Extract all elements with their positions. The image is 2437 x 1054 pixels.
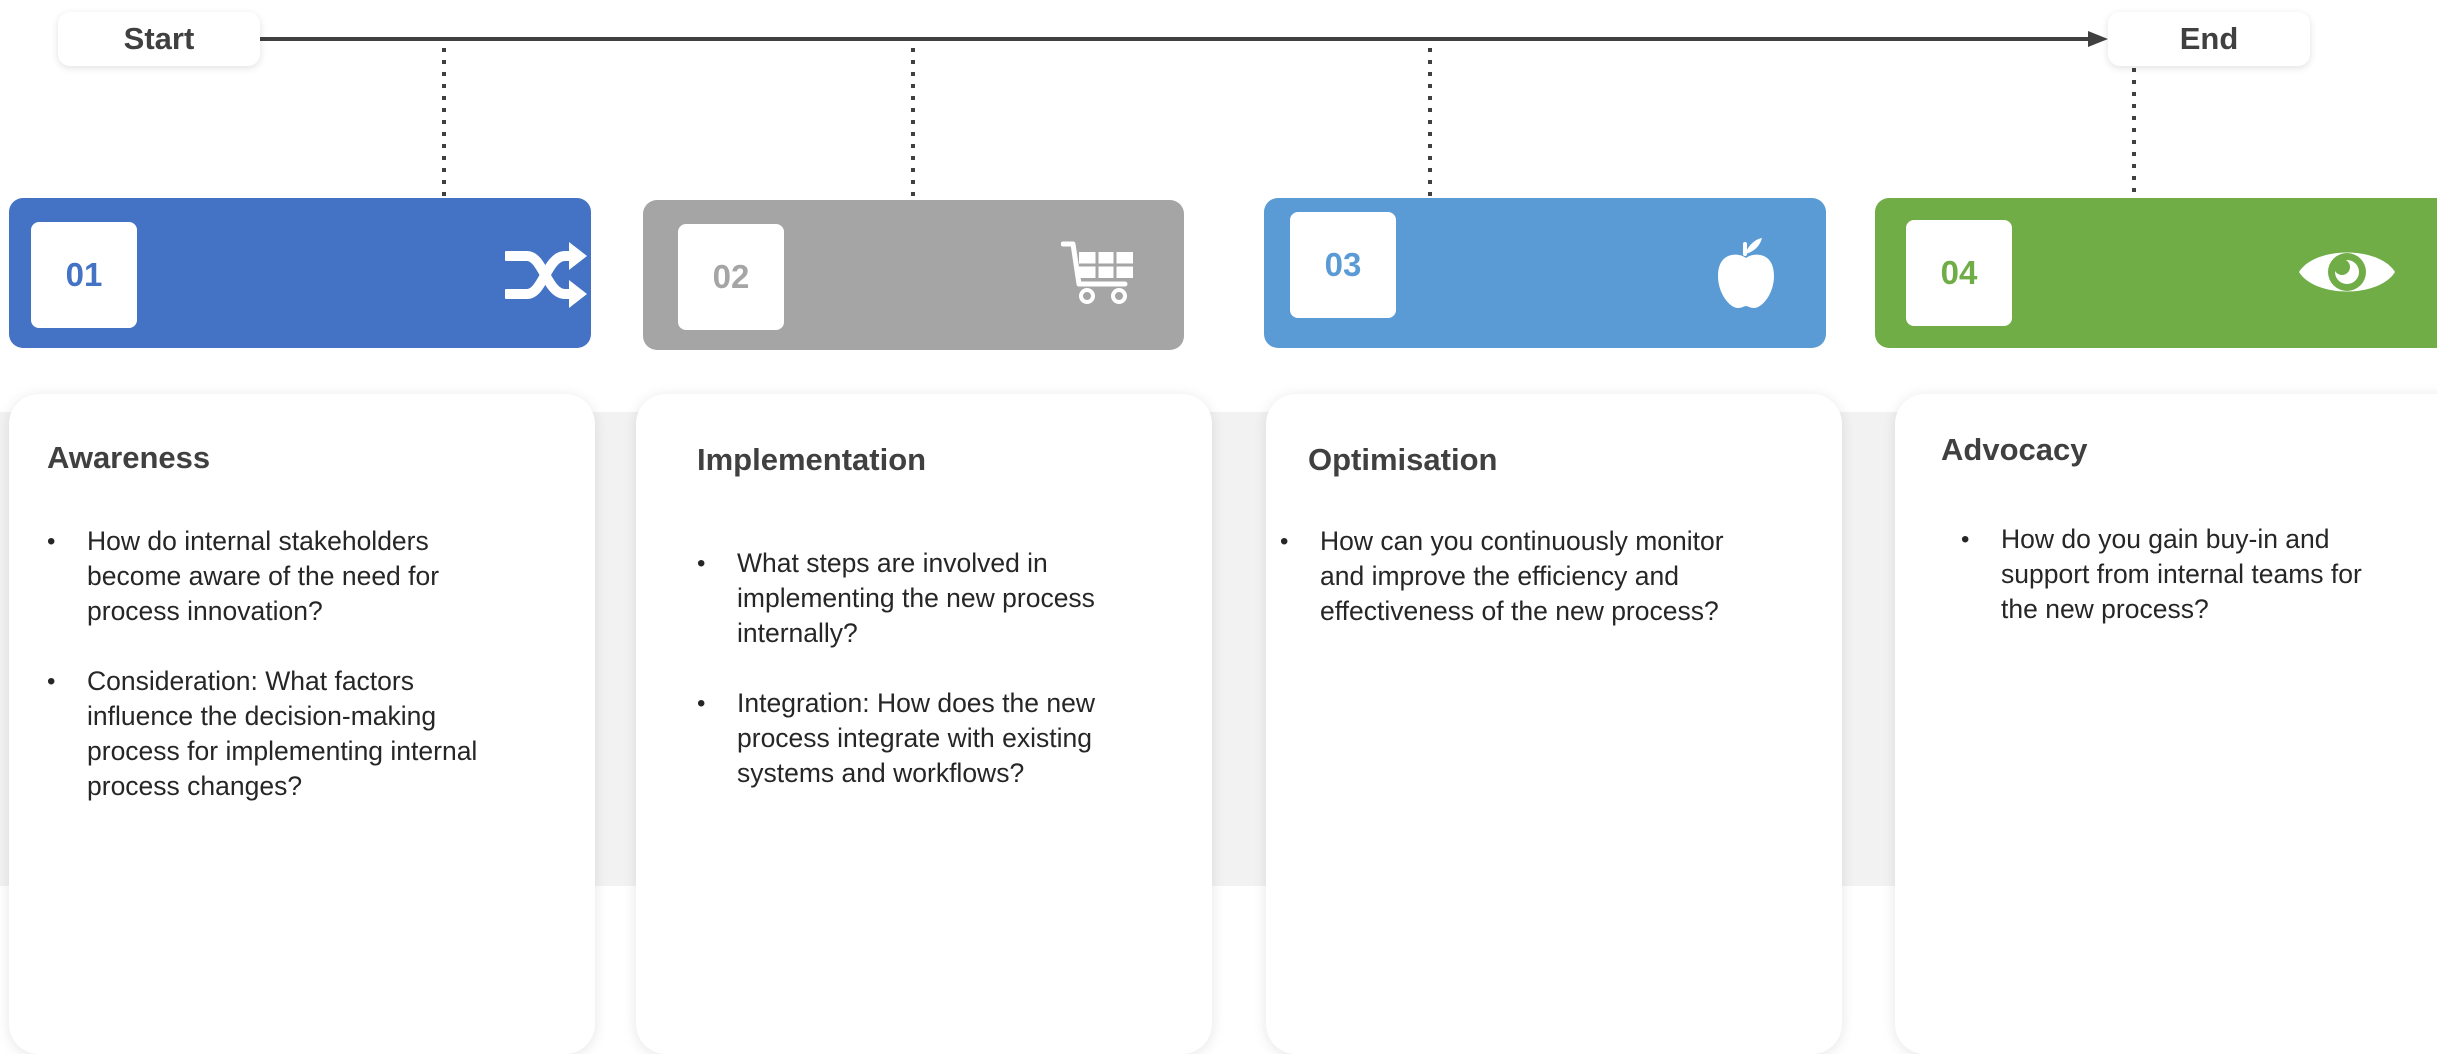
- stage-04-bullets: How do you gain buy-in and support from …: [1961, 522, 2381, 627]
- shopping-cart-icon: [1060, 240, 1137, 311]
- stage-01-number: 01: [31, 222, 137, 328]
- bullet-item: Integration: How does the new process in…: [697, 686, 1137, 791]
- timeline-arrowhead: [2088, 31, 2108, 47]
- stage-02-card: Implementation What steps are involved i…: [636, 394, 1212, 1054]
- stage-03-bullets: How can you continuously monitor and imp…: [1280, 524, 1750, 629]
- stage-03-card: Optimisation How can you continuously mo…: [1266, 394, 1842, 1054]
- stage-04-number: 04: [1906, 220, 2012, 326]
- start-label: Start: [58, 12, 260, 66]
- stage-02-title: Implementation: [697, 442, 927, 477]
- stage-04-header: 04: [1875, 198, 2437, 348]
- bullet-item: How do you gain buy-in and support from …: [1961, 522, 2381, 627]
- stage-02-bullets: What steps are involved in implementing …: [697, 546, 1137, 791]
- stage-01-bullets: How do internal stakeholders become awar…: [47, 524, 487, 804]
- end-label: End: [2108, 12, 2310, 66]
- stage-04-title: Advocacy: [1941, 432, 2088, 467]
- apple-icon: [1714, 236, 1778, 315]
- stage-04-card: Advocacy How do you gain buy-in and supp…: [1895, 394, 2437, 1054]
- eye-icon: [2297, 240, 2397, 309]
- stage-03-header: 03: [1264, 198, 1826, 348]
- stage-02-header: 02: [643, 200, 1184, 350]
- stage-03-title: Optimisation: [1308, 442, 1498, 477]
- timeline: [260, 31, 2136, 200]
- bullet-item: How can you continuously monitor and imp…: [1280, 524, 1750, 629]
- bullet-item: How do internal stakeholders become awar…: [47, 524, 487, 629]
- stage-03-number: 03: [1290, 212, 1396, 318]
- stage-01-card: Awareness How do internal stakeholders b…: [9, 394, 595, 1054]
- stage-02-number: 02: [678, 224, 784, 330]
- shuffle-icon: [502, 240, 589, 315]
- stage-01-header: 01: [9, 198, 591, 348]
- stage-01-title: Awareness: [47, 440, 211, 475]
- bullet-item: What steps are involved in implementing …: [697, 546, 1137, 651]
- bullet-item: Consideration: What factors influence th…: [47, 664, 487, 804]
